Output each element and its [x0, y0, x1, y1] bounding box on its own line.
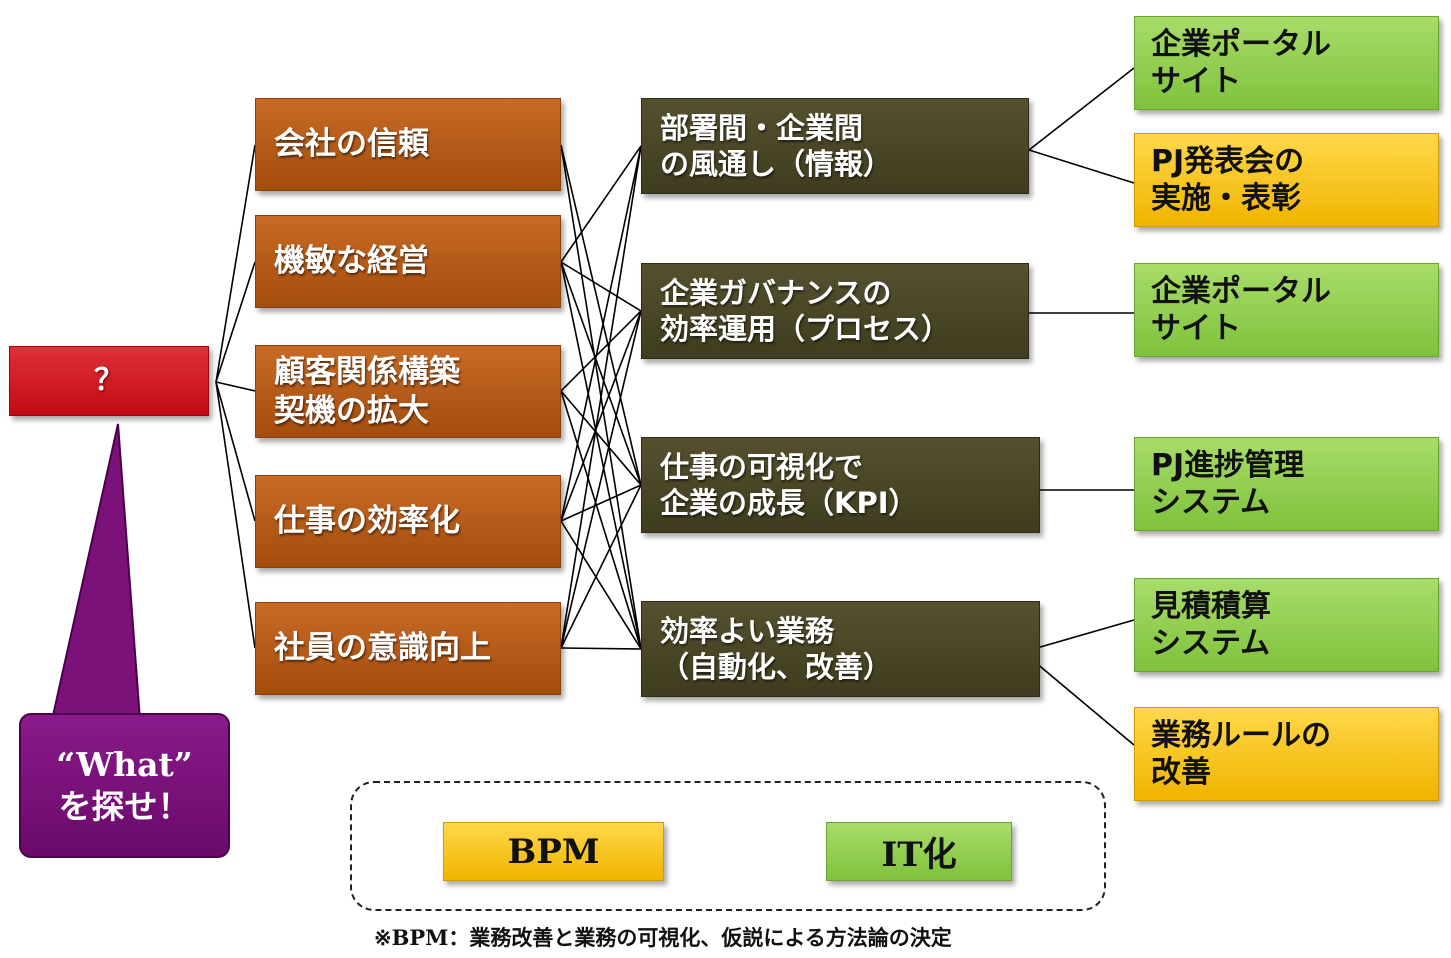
- purpose-label: 顧客関係構築 契機の拡大: [274, 353, 460, 429]
- solution-label: 見積積算 システム: [1151, 588, 1271, 662]
- link-p4-m1: [560, 145, 642, 522]
- solution-label: PJ発表会の 実施・表彰: [1151, 143, 1305, 217]
- purpose-box-p2: 機敏な経営: [255, 215, 561, 308]
- link-p5-m2: [560, 310, 642, 649]
- means-label: 効率よい業務 （自動化、改善）: [660, 613, 893, 684]
- root-link-p2: [215, 261, 256, 383]
- link-p2-m3: [560, 261, 642, 486]
- link-p2-m1: [560, 145, 642, 263]
- solution-label: 企業ポータル サイト: [1151, 26, 1331, 100]
- means-label: 仕事の可視化で 企業の成長（KPI）: [660, 449, 918, 520]
- solution-box-s2: PJ発表会の 実施・表彰: [1134, 133, 1439, 227]
- purpose-label: 仕事の効率化: [274, 503, 460, 540]
- means-label: 部署間・企業間 の風通し（情報）: [660, 110, 893, 181]
- root-link-p5: [215, 381, 256, 649]
- purpose-box-p4: 仕事の効率化: [255, 475, 561, 568]
- solution-box-s3: 企業ポータル サイト: [1134, 263, 1439, 357]
- means-box-m1: 部署間・企業間 の風通し（情報）: [641, 98, 1029, 194]
- root-link-p1: [215, 144, 256, 383]
- link-m1-s2: [1028, 149, 1135, 184]
- purpose-label: 社員の意識向上: [274, 630, 491, 667]
- purpose-label: 会社の信頼: [274, 126, 429, 163]
- solution-box-s6: 業務ルールの 改善: [1134, 707, 1439, 801]
- root-label: ？: [94, 363, 124, 399]
- purpose-box-p5: 社員の意識向上: [255, 602, 561, 695]
- link-m4-s5: [1022, 619, 1135, 653]
- legend-it-label: IT化: [881, 835, 957, 875]
- solution-label: 業務ルールの 改善: [1151, 717, 1331, 791]
- link-p2-m2: [560, 261, 642, 312]
- link-p1-m3: [560, 144, 642, 486]
- root-link-p3: [215, 381, 256, 392]
- footnote: ※BPM：業務改善と業務の可視化、仮説による方法論の決定: [374, 925, 952, 950]
- link-m1-s1: [1028, 67, 1135, 151]
- legend-it: IT化: [826, 822, 1012, 881]
- what-callout: “What” を探せ！: [19, 713, 230, 858]
- root-question-box: ？: [9, 346, 209, 416]
- means-box-m2: 企業ガバナンスの 効率運用（プロセス）: [641, 263, 1029, 359]
- link-p4-m3: [560, 484, 642, 522]
- link-p2-m4: [560, 261, 642, 650]
- solution-box-s4: PJ進捗管理 システム: [1134, 437, 1439, 531]
- link-p4-m2: [560, 310, 642, 522]
- link-p3-m2: [560, 310, 642, 392]
- link-p3-m4: [560, 390, 642, 650]
- link-m4-s6: [1022, 651, 1135, 746]
- link-p5-m3: [560, 484, 642, 649]
- solution-box-s5: 見積積算 システム: [1134, 578, 1439, 672]
- root-link-p4: [215, 381, 256, 522]
- legend-bpm: BPM: [443, 822, 664, 881]
- purpose-label: 機敏な経営: [274, 243, 429, 280]
- link-p5-m4: [560, 647, 642, 650]
- solution-label: PJ進捗管理 システム: [1151, 447, 1305, 521]
- purpose-box-p3: 顧客関係構築 契機の拡大: [255, 345, 561, 438]
- callout-line1: “What”: [56, 745, 193, 785]
- solution-label: 企業ポータル サイト: [1151, 273, 1331, 347]
- solution-box-s1: 企業ポータル サイト: [1134, 16, 1439, 110]
- means-box-m3: 仕事の可視化で 企業の成長（KPI）: [641, 437, 1040, 533]
- legend-bpm-label: BPM: [507, 831, 600, 872]
- callout-pointer: [50, 423, 142, 721]
- means-box-m4: 効率よい業務 （自動化、改善）: [641, 601, 1040, 697]
- link-p5-m1: [560, 145, 642, 649]
- link-p3-m3: [560, 390, 642, 486]
- legend-frame: [350, 781, 1106, 911]
- link-p4-m4: [560, 520, 642, 650]
- purpose-box-p1: 会社の信頼: [255, 98, 561, 191]
- callout-line2: を探せ！: [58, 786, 191, 826]
- means-label: 企業ガバナンスの 効率運用（プロセス）: [660, 275, 951, 346]
